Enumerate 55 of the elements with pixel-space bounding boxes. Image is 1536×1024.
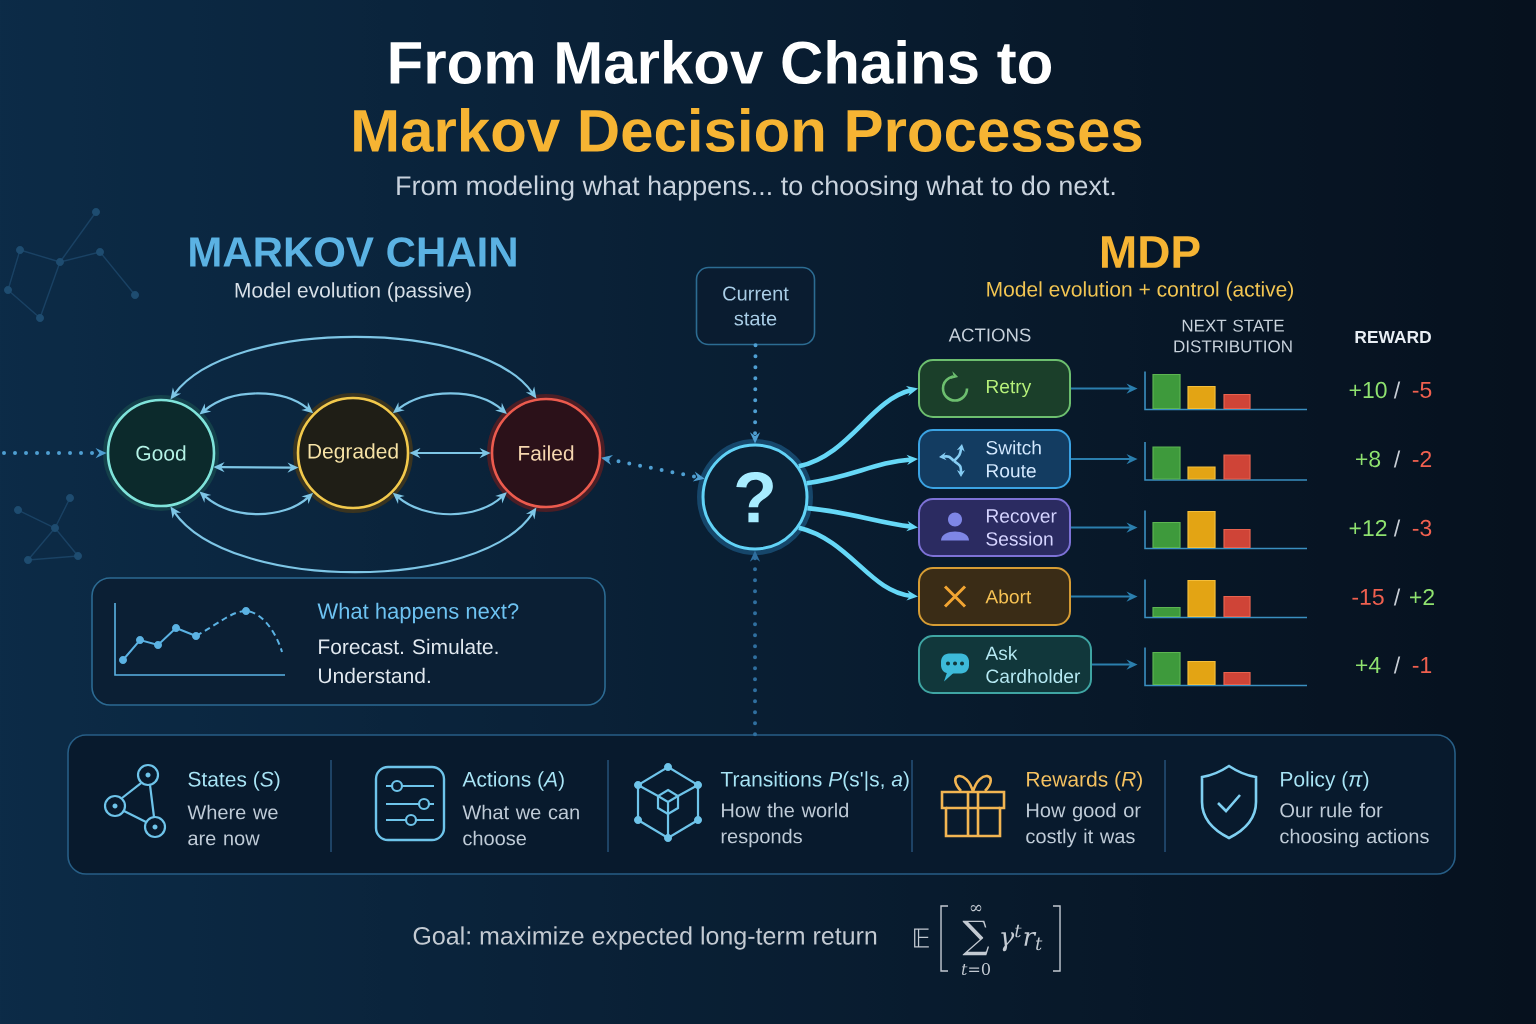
- action-box: Switch Route: [918, 429, 1071, 489]
- separator: /: [1393, 519, 1401, 537]
- item-heading: Rewards (R): [1027, 771, 1142, 791]
- column-header: REWARD: [1355, 331, 1431, 343]
- item-description: How good or costly it was: [1026, 802, 1141, 848]
- math-symbol: ∑: [962, 920, 990, 956]
- reward-value: -15: [1352, 589, 1384, 606]
- reward-value: -3: [1412, 519, 1432, 537]
- math-term: γ$^{t}$r$_{t}$: [1001, 924, 1043, 952]
- item-heading: Transitions P(s'|s, a): [720, 771, 909, 791]
- title: From Markov Chains to: [390, 40, 1051, 85]
- item-heading: States (S): [188, 771, 280, 791]
- bar-chart: [1144, 441, 1308, 481]
- reward-value: +10: [1349, 381, 1387, 399]
- reward-value: +8: [1356, 450, 1381, 468]
- column-header: NEXT STATE DISTRIBUTION: [1174, 319, 1292, 353]
- subtitle: From modeling what happens... to choosing what to do next.: [397, 175, 1115, 201]
- reward-value: -5: [1412, 382, 1432, 399]
- reward-value: -1: [1412, 657, 1432, 673]
- math-subscript: t=0: [961, 962, 990, 976]
- action-box: Retry: [918, 359, 1071, 418]
- section-heading: MDP: [1102, 236, 1200, 268]
- section-subtitle: Model evolution (passive): [235, 282, 471, 302]
- column-header: ACTIONS: [948, 328, 1031, 342]
- math-symbol: ∞: [970, 904, 982, 912]
- bar-chart: [1144, 646, 1308, 687]
- math-symbol: 𝔼: [914, 928, 929, 948]
- reward-value: -2: [1412, 451, 1432, 468]
- separator: /: [1393, 588, 1401, 606]
- separator: /: [1393, 450, 1401, 468]
- panel-text: Forecast. Simulate. Understand.: [319, 638, 498, 684]
- separator: /: [1393, 656, 1401, 674]
- item-description: What we can choose: [462, 804, 579, 846]
- action-box: Abort: [918, 567, 1071, 626]
- section-heading: MARKOV CHAIN: [190, 237, 516, 267]
- action-box: Recover Session: [918, 498, 1071, 557]
- separator: /: [1393, 381, 1401, 399]
- action-box: Ask Cardholder: [918, 635, 1092, 694]
- bar-chart: [1144, 370, 1308, 411]
- reward-value: +4: [1356, 657, 1381, 673]
- item-heading: Actions (A): [462, 771, 564, 791]
- item-description: Where we are now: [187, 804, 278, 846]
- bar-chart: [1144, 578, 1308, 619]
- panel: [67, 734, 1456, 875]
- reward-value: +12: [1349, 520, 1387, 537]
- title: Markov Decision Processes: [354, 108, 1142, 153]
- item-heading: Policy (π): [1281, 771, 1369, 791]
- section-subtitle: Model evolution + control (active): [987, 281, 1293, 301]
- item-description: Our rule for choosing actions: [1280, 802, 1429, 848]
- panel-heading: What happens next?: [317, 602, 519, 624]
- text-box: Current state: [695, 266, 816, 346]
- goal-text: Goal: maximize expected long-term return: [413, 926, 877, 950]
- bar-chart: [1144, 509, 1308, 550]
- item-description: How the world responds: [721, 802, 849, 848]
- reward-value: +2: [1410, 589, 1434, 606]
